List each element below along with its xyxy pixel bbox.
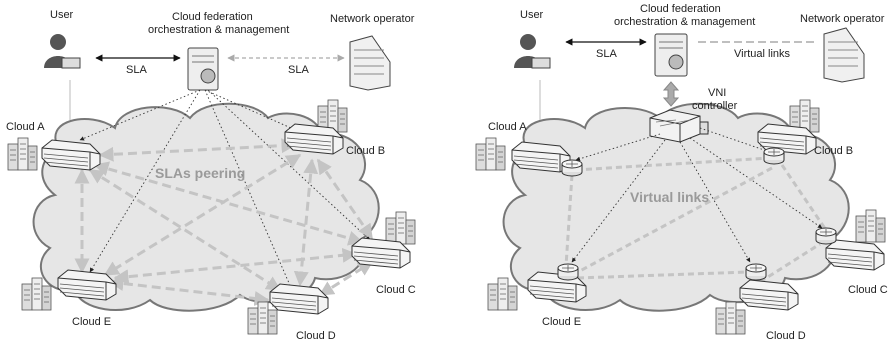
right-orchestrator-vni-arrow <box>662 81 680 107</box>
right-virtual-links <box>564 156 828 284</box>
left-user-label: User <box>50 9 74 21</box>
right-vni-label-1: VNI <box>708 87 726 99</box>
left-sla-peering-arrows <box>74 138 374 306</box>
left-cloud-b: Cloud B <box>284 99 385 157</box>
left-panel: User Cloud federation orchestration & ma… <box>6 9 416 342</box>
right-orchestrator-label-2: orchestration & management <box>614 16 755 28</box>
left-cloud-a-label: Cloud A <box>6 121 45 133</box>
left-sla-operator-label: SLA <box>288 64 309 76</box>
right-network-operator-icon <box>823 27 865 83</box>
right-orchestrator-label-1: Cloud federation <box>640 3 721 15</box>
right-cloud-caption: Virtual links <box>630 189 709 205</box>
right-cloud-d-label: Cloud D <box>766 330 806 342</box>
right-cloud-b: Cloud B <box>757 99 853 165</box>
left-network-operator-icon <box>349 35 391 91</box>
right-sla-user-label: SLA <box>596 48 617 60</box>
right-cloud-b-label: Cloud B <box>814 145 853 157</box>
left-cloud-e-label: Cloud E <box>72 316 111 328</box>
right-user-icon <box>514 34 551 69</box>
left-orchestrator-label-1: Cloud federation <box>172 11 253 23</box>
right-vni-controller-icon <box>649 109 709 143</box>
left-cloud-d-label: Cloud D <box>296 330 336 342</box>
left-cloud-a: Cloud A <box>6 121 101 171</box>
left-operator-label: Network operator <box>330 13 415 25</box>
right-cloud-c: Cloud C <box>815 209 888 296</box>
left-cloud-c: Cloud C <box>351 211 416 296</box>
right-orchestrator-server-icon <box>654 33 688 77</box>
right-cloud-e-label: Cloud E <box>542 316 581 328</box>
right-cloud-c-label: Cloud C <box>848 284 888 296</box>
left-cloud-c-label: Cloud C <box>376 284 416 296</box>
left-orchestrator-server-icon <box>187 47 219 91</box>
right-vni-label-2: controller <box>692 100 738 112</box>
left-cloud-caption: SLAs peering <box>155 165 245 181</box>
right-cloud-a-label: Cloud A <box>488 121 527 133</box>
right-virtual-links-operator-label: Virtual links <box>734 48 791 60</box>
left-user-icon <box>44 34 81 69</box>
left-cloud-e: Cloud E <box>21 269 117 328</box>
right-panel: User Cloud federation orchestration & ma… <box>475 3 888 342</box>
left-cloud-d: Cloud D <box>247 283 336 342</box>
left-cloud-b-label: Cloud B <box>346 145 385 157</box>
right-cloud-e: Cloud E <box>487 263 587 328</box>
right-control-links <box>571 127 823 263</box>
left-sla-user-label: SLA <box>126 64 147 76</box>
left-orchestrator-label-2: orchestration & management <box>148 24 289 36</box>
right-operator-label: Network operator <box>800 13 885 25</box>
right-user-label: User <box>520 9 544 21</box>
right-cloud-a: Cloud A <box>475 121 583 177</box>
right-cloud-d: Cloud D <box>715 263 806 342</box>
